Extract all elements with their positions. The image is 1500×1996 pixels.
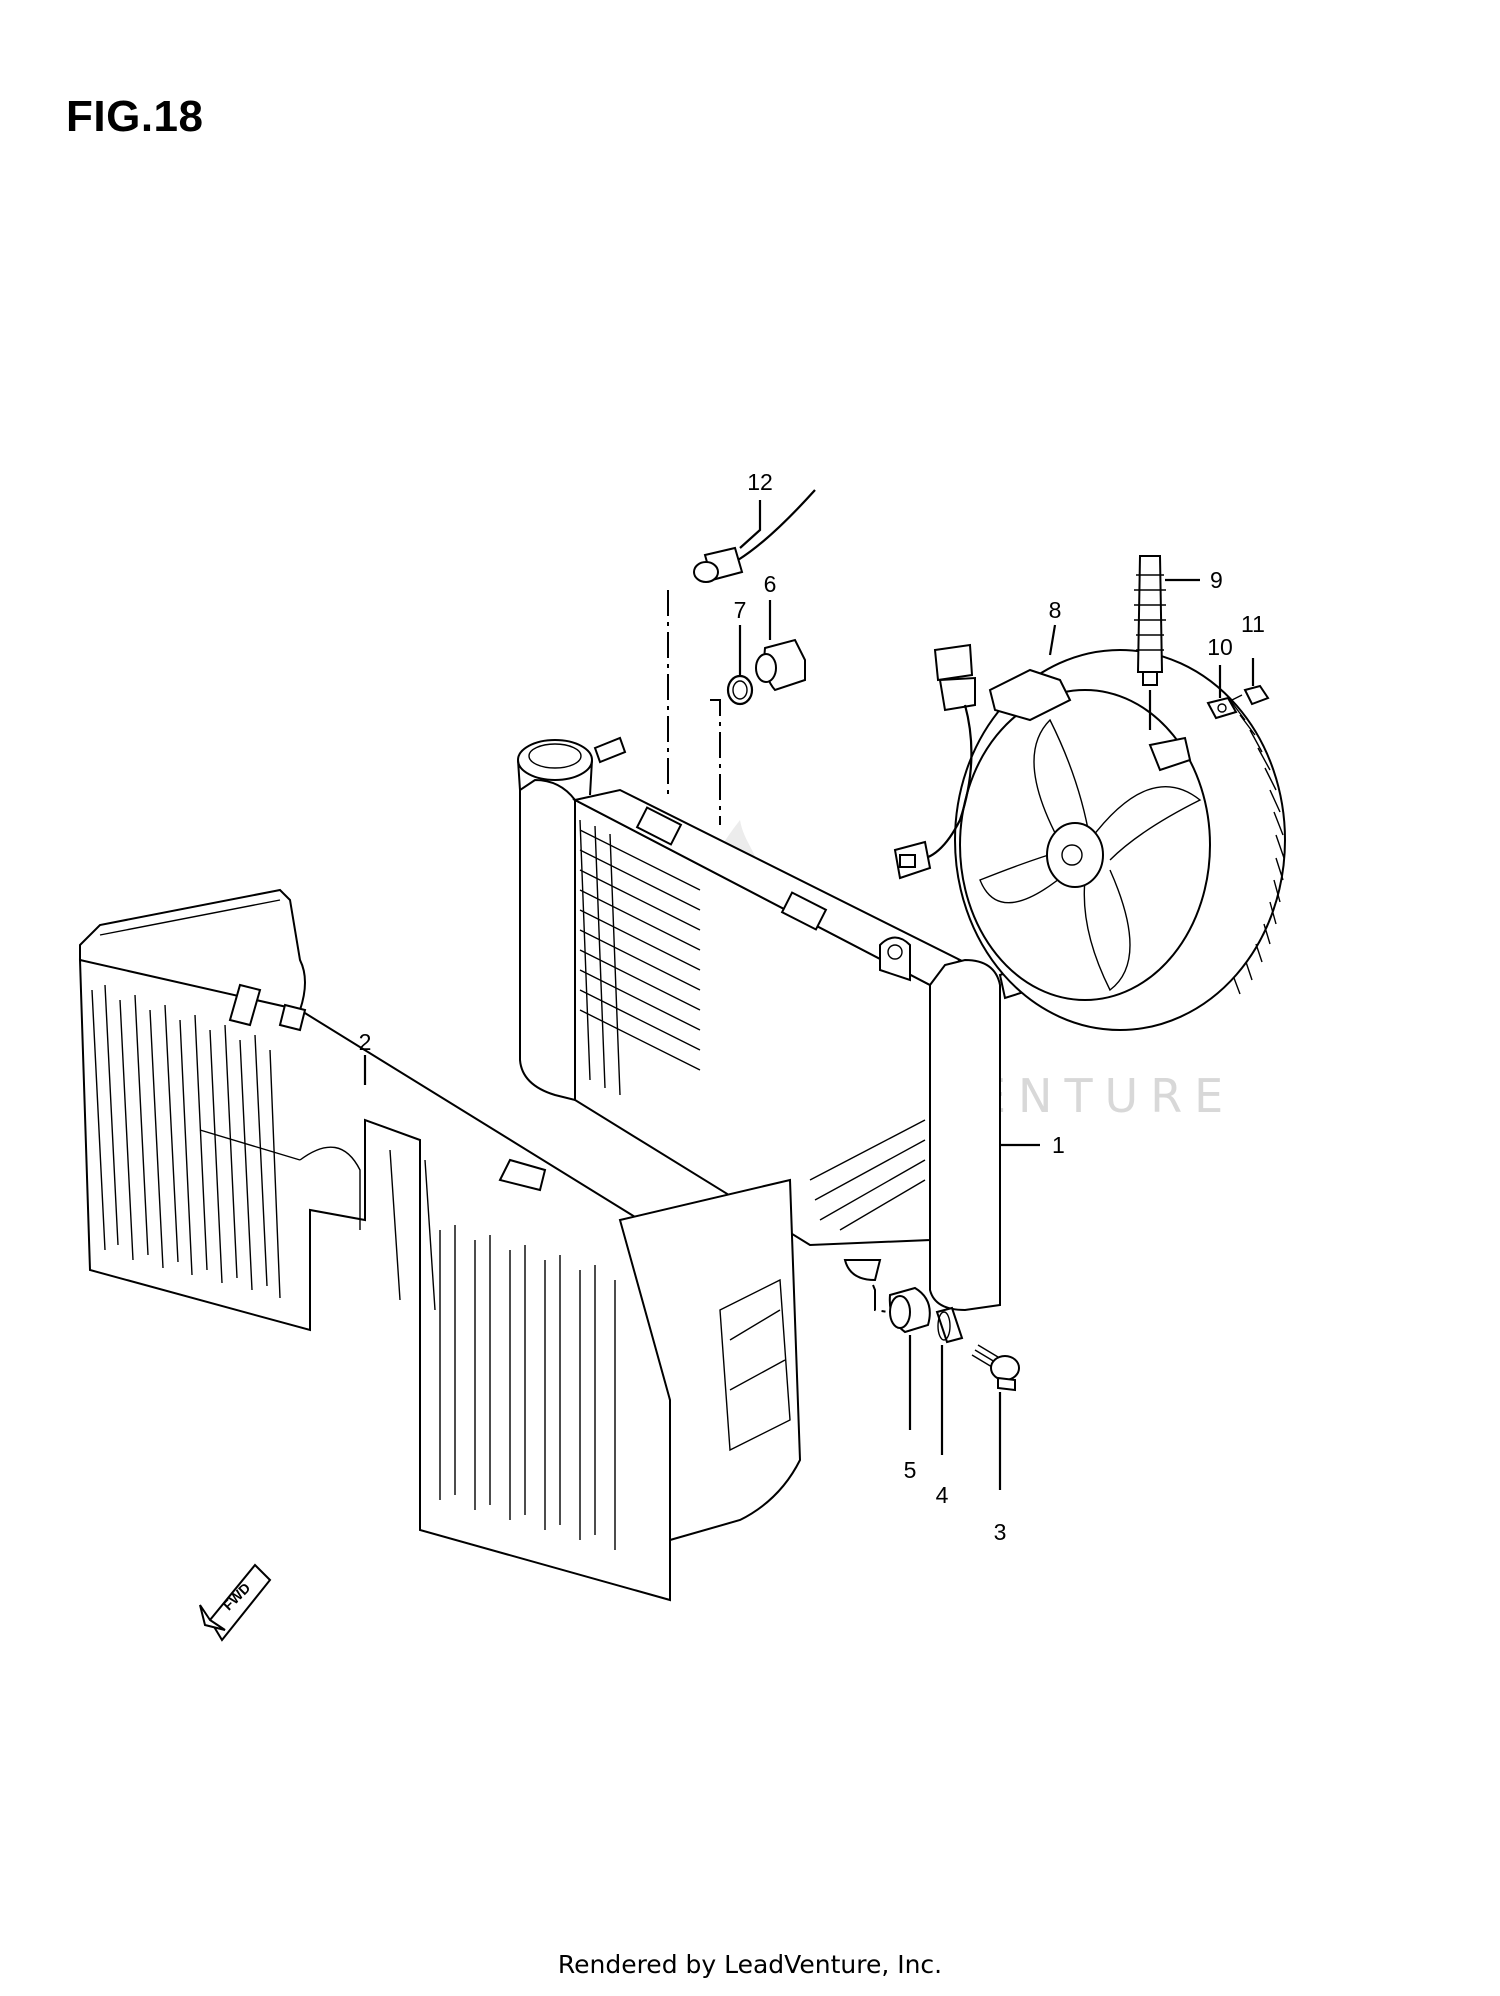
o-ring: [726, 674, 754, 706]
sensor: [693, 489, 816, 583]
spacer: [935, 1306, 964, 1344]
footer-credit: Rendered by LeadVenture, Inc.: [557, 1950, 943, 1979]
callout-10: 10: [1207, 634, 1233, 660]
cushion: [888, 1286, 931, 1334]
callout-labels: 1 2 3 4 5 6 7 8 9 10 11 12: [359, 469, 1265, 1545]
fan-shroud-ribs: [1229, 699, 1285, 995]
callout-4: 4: [936, 1482, 949, 1508]
figure-title: FIG.18: [66, 92, 204, 141]
bolt: [971, 1344, 1020, 1392]
radiator-cover-louvers-left: [91, 984, 301, 1299]
screw: [1231, 684, 1270, 706]
callout-5: 5: [904, 1457, 917, 1483]
callout-12: 12: [747, 469, 773, 495]
callout-8: 8: [1049, 597, 1062, 623]
callout-9: 9: [1210, 567, 1223, 593]
leader-lines: [363, 500, 1255, 1490]
boot: [1134, 555, 1166, 686]
fwd-arrow: FWD: [199, 1563, 272, 1642]
cooling-fan: [893, 643, 1286, 1031]
switch: [755, 638, 806, 692]
radiator-cover: [78, 888, 802, 1602]
callout-6: 6: [764, 571, 777, 597]
callout-2: 2: [359, 1029, 372, 1055]
callout-3: 3: [994, 1519, 1007, 1545]
callout-11: 11: [1241, 611, 1265, 637]
radiator-cover-louvers-right: [389, 1149, 616, 1550]
callout-1: 1: [1052, 1132, 1065, 1158]
nut: [1206, 696, 1238, 720]
radiator: [517, 736, 1033, 1312]
radiator-core-fins: [579, 819, 926, 1231]
callout-7: 7: [734, 597, 747, 623]
